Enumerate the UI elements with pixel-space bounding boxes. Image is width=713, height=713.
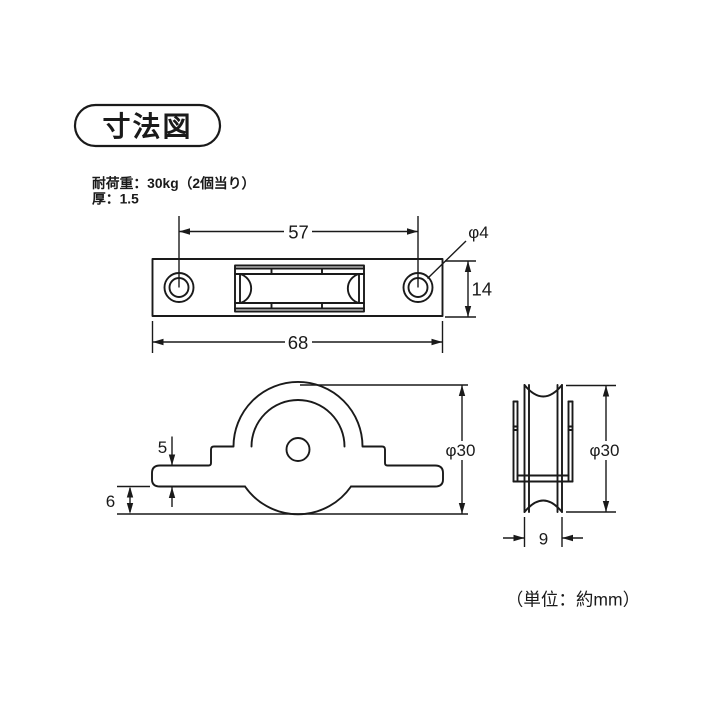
- spec-notes: 耐荷重：30kg（2個当り） 厚：1.5: [92, 175, 255, 207]
- dim-arrowhead: [179, 228, 190, 235]
- dim-wheel-protrusion-label: 6: [106, 492, 115, 511]
- top-view-drawing: [151, 258, 444, 317]
- wheel-groove-bottom-arc: [523, 499, 563, 513]
- dim-arrowhead: [513, 534, 525, 542]
- dim-arrowhead: [464, 261, 472, 272]
- dim-arrowhead: [458, 385, 466, 396]
- title-badge-label: 寸法図: [102, 111, 192, 142]
- dim-arrowhead: [126, 486, 134, 498]
- dim-wheel-width-label: 9: [539, 530, 548, 549]
- dim-arrowhead: [562, 534, 573, 542]
- housing-inner-arc: [250, 399, 346, 448]
- dim-arrowhead: [431, 338, 443, 346]
- title-badge: 寸法図: [73, 103, 222, 148]
- bracket-outline: [151, 381, 444, 488]
- wheel-end-arc: [346, 273, 360, 304]
- dim-plate-height-label: 14: [472, 279, 493, 300]
- dim-plate-thickness-label: 5: [158, 438, 167, 457]
- axle-hole: [285, 437, 311, 462]
- unit-note: （単位：約mm）: [506, 590, 640, 610]
- dim-wheel-diameter-side-label: φ30: [446, 441, 476, 460]
- wheel-bottom-arc: [244, 485, 352, 516]
- dim-arrowhead: [152, 338, 164, 346]
- dim-arrowhead: [458, 503, 466, 514]
- plate-outline: [151, 258, 444, 317]
- spec-load-capacity: 耐荷重：30kg（2個当り）: [92, 175, 255, 191]
- front-view-drawing: [512, 384, 574, 513]
- dim-arrowhead: [464, 306, 472, 317]
- side-view-drawing: [151, 381, 444, 516]
- dim-arrowhead: [407, 228, 418, 235]
- dim-arrowhead: [168, 487, 176, 498]
- dim-arrowhead: [602, 385, 610, 397]
- wheel-end-arc: [239, 273, 253, 304]
- dim-arrowhead: [168, 454, 176, 466]
- top-view-dimensions: 57 φ4 14 68: [151, 216, 493, 353]
- spec-thickness: 厚：1.5: [92, 192, 139, 207]
- dim-hole-diameter-label: φ4: [468, 223, 488, 242]
- dim-arrowhead: [126, 503, 134, 514]
- dim-arrowhead: [602, 501, 610, 512]
- title-badge-outline: [73, 103, 222, 148]
- front-view-dimensions: φ30 9: [503, 384, 620, 549]
- dim-wheel-diameter-front-label: φ30: [590, 441, 620, 460]
- side-view-dimensions: 5 6 φ30: [106, 384, 476, 515]
- dim-leader-line: [427, 240, 467, 280]
- dim-hole-spacing-label: 57: [288, 222, 309, 243]
- roller-slot-outline: [234, 264, 365, 313]
- wheel-groove-top-arc: [523, 384, 563, 398]
- dim-overall-width-label: 68: [288, 332, 309, 353]
